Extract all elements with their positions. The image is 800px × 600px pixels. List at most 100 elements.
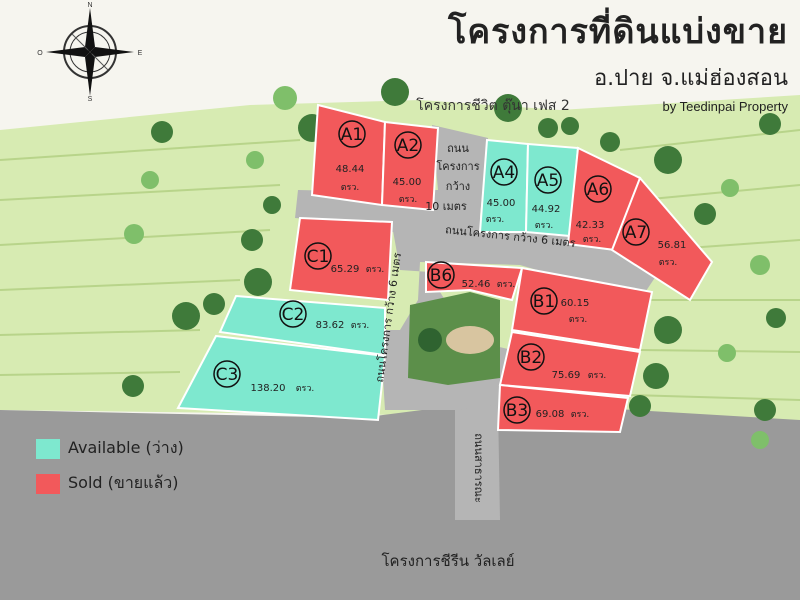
lots-layer: A148.44ตรว.A245.00ตรว.A445.00ตรว.A544.92… [176,103,714,434]
lot-badge-circle [490,158,518,186]
lot-area-unit: ตรว. [588,371,607,381]
lot-id-label: A7 [625,223,647,243]
available-swatch [36,438,60,459]
lot-id-label: A5 [537,171,559,191]
lot-badge-circle [394,131,422,159]
lot-badge-circle [503,396,531,424]
lot-area-value: 48.44 [336,164,365,175]
lot-badge-circle [530,287,558,315]
lot-area-unit: ตรว. [351,321,370,331]
lot-area-unit: ตรว. [497,280,516,290]
lot-area-value: 42.33 [576,220,605,231]
lot-shape-c3[interactable] [176,334,387,422]
lot-area-unit: ตรว. [366,265,385,275]
lot-shape-a7[interactable] [610,176,714,302]
lot-id-label: C3 [216,365,239,385]
lot-badge-circle [427,261,455,289]
lot-badge-circle [279,300,307,328]
lot-a4[interactable]: A4 45.00 ตรว. [478,138,530,233]
compass-w-label: O [37,50,43,57]
title-block: โครงการที่ดินแบ่งขาย อ.ปาย จ.แม่ฮ่องสอน … [448,4,788,114]
bottom-project-area [0,400,800,600]
road-a-line-2: โครงการ [436,159,479,173]
lot-area-unit: ตรว. [569,315,588,325]
legend-sold-label: Sold (ขายแล้ว) [68,473,179,492]
park-lawn [446,326,494,354]
legend-available-label: Available (ว่าง) [68,438,184,457]
public-road [455,405,500,520]
lot-area-unit: ตรว. [296,384,315,394]
lot-c3[interactable]: C3 138.20 ตรว. [176,334,387,422]
road-a-label: ถนน โครงการ กว้าง 10 เมตร [425,142,480,213]
lot-badge-circle [517,343,545,371]
lot-area-unit: ตรว. [659,258,678,268]
lot-a2[interactable]: A2 45.00 ตรว. [380,120,440,212]
legend-item-sold: Sold (ขายแล้ว) [36,471,184,496]
compass-s-label: S [88,96,93,103]
compass-rose: N S E O [37,2,142,103]
lot-badge-circle [213,360,241,388]
lot-id-label: B2 [520,348,542,368]
lot-id-label: B6 [430,266,452,286]
lot-area-value: 69.08 [536,409,565,420]
page-title: โครงการที่ดินแบ่งขาย [448,12,788,52]
lot-area-value: 60.15 [561,298,590,309]
light-tree-icons [124,86,770,449]
lot-area-value: 45.00 [487,198,516,209]
lot-area-unit: ตรว. [583,235,602,245]
lot-area-value: 65.29 [331,264,360,275]
lot-area-unit: ตรว. [486,215,505,225]
lot-area-unit: ตรว. [571,410,590,420]
compass-n-label: N [87,2,92,9]
compass-north-point-icon [85,8,95,52]
lot-area-unit: ตรว. [399,195,418,205]
lot-id-label: C2 [282,305,305,325]
lot-area-value: 138.20 [251,383,286,394]
lot-id-label: A2 [397,136,419,156]
page-subtitle: อ.ปาย จ.แม่ฮ่องสอน [593,66,788,91]
lot-area-value: 45.00 [393,177,422,188]
lot-area-unit: ตรว. [341,183,360,193]
lot-shape-b2[interactable] [498,330,642,398]
top-project-label: โครงการชีวิต ตุ๊นา เฟส 2 [416,97,570,114]
sold-swatch [36,473,60,494]
lot-a5[interactable]: A5 44.92 ตรว. [524,142,580,238]
park-tree-icon [418,328,442,352]
lot-badge-circle [304,242,332,270]
lot-area-value: 44.92 [532,204,561,215]
lot-a7[interactable]: A7 56.81 ตรว. [610,176,714,302]
lot-badge-circle [534,166,562,194]
lot-shape-b3[interactable] [496,383,630,434]
lot-badge-circle [338,120,366,148]
legend-item-available: Available (ว่าง) [36,436,184,461]
bottom-project-label: โครงการชีรีน วัลเลย์ [381,552,514,570]
lot-shape-c1[interactable] [288,216,394,302]
lot-shape-b6[interactable] [425,260,524,302]
lot-area-unit: ตรว. [535,221,554,231]
lot-badge-circle [584,175,612,203]
lot-area-value: 75.69 [552,370,581,381]
lot-b2[interactable]: B2 75.69 ตรว. [498,330,642,398]
page-byline: by Teedinpai Property [662,99,788,114]
lot-badge-circle [622,218,650,246]
road-a-line-4: 10 เมตร [425,200,467,213]
road-a-line-3: กว้าง [446,180,470,193]
lot-area-value: 52.46 [462,279,491,290]
lot-id-label: C1 [307,247,330,267]
lot-b6[interactable]: B6 52.46 ตรว. [425,260,524,302]
public-road-label: ถนนสาธารณะ [472,433,485,503]
lot-id-label: A4 [493,163,515,183]
road-a-line-1: ถนน [447,142,469,155]
tree-icons [122,78,786,421]
lot-shape-a2[interactable] [380,120,440,212]
lot-area-value: 56.81 [658,240,687,251]
lot-id-label: A6 [587,180,609,200]
compass-e-label: E [138,50,143,57]
